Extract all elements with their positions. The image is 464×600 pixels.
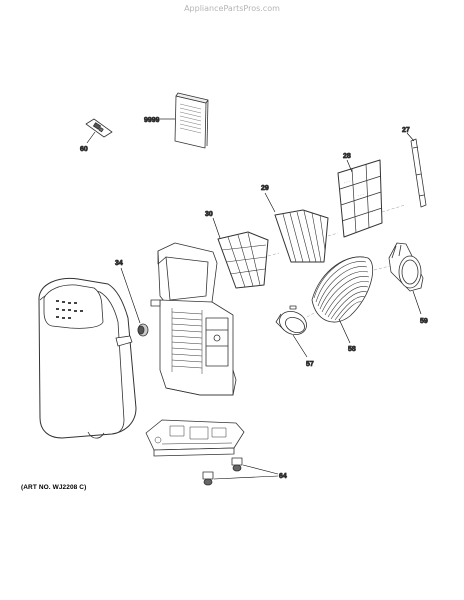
part-label-57: 57: [306, 361, 314, 368]
slat-filter-part: [274, 209, 329, 263]
window-adapter-part: [388, 242, 424, 292]
part-label-59: 59: [420, 318, 428, 325]
part-label-29: 29: [261, 185, 269, 192]
art-number: (ART NO. WJ2208 C): [21, 484, 87, 491]
part-label-60: 60: [80, 146, 88, 153]
part-label-27: 27: [402, 127, 410, 134]
part-label-30: 30: [205, 211, 213, 218]
watermark: AppliancePartsPros.com: [184, 4, 280, 13]
grid-filter-part: [217, 231, 269, 289]
main-unit-body: [38, 277, 137, 439]
manual-part: [174, 92, 209, 149]
part-label-64: 64: [279, 473, 287, 480]
hose-connector-part: [275, 305, 307, 335]
casters-part: [202, 457, 243, 486]
back-frame-part: [150, 242, 237, 396]
base-tray-part: [145, 419, 245, 457]
large-grid-filter-part: [337, 159, 383, 238]
part-label-34: 34: [115, 260, 123, 267]
part-label-9999: 9999: [144, 117, 160, 124]
knob-part: [137, 323, 149, 337]
part-label-58: 58: [348, 346, 356, 353]
remote-part: [85, 118, 113, 138]
exhaust-hose-part: [311, 256, 374, 323]
side-strip-part: [410, 138, 427, 208]
part-label-28: 28: [343, 153, 351, 160]
